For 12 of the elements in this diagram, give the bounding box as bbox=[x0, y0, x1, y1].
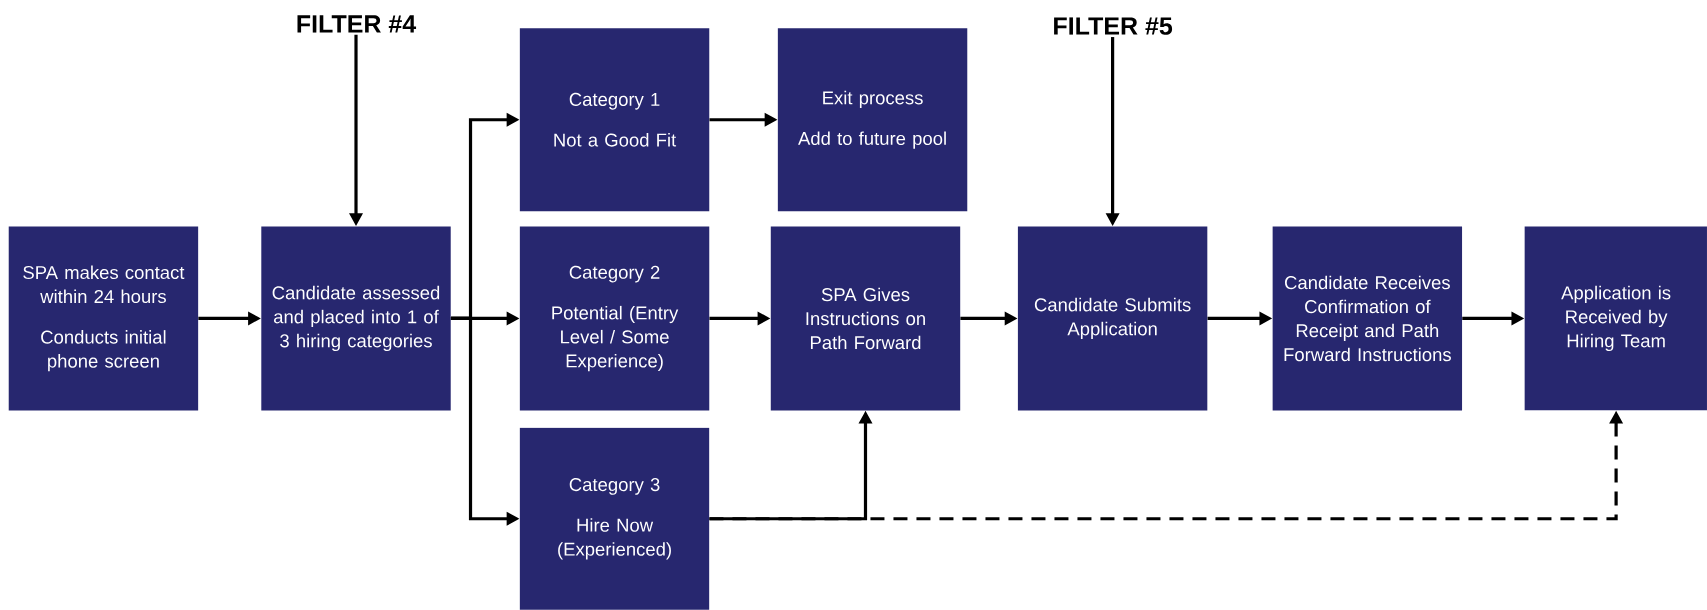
process-box: Candidate Submits Application bbox=[1017, 226, 1208, 411]
process-box: Candidate assessed and placed into 1 of 3 hiring categories bbox=[261, 226, 451, 411]
filter-label: FILTER #5 bbox=[1054, 17, 1173, 35]
process-box: SPA makes contact within 24 hours Conducts initial phone screen bbox=[8, 226, 199, 411]
process-box: Application is Received by Hiring Team bbox=[1524, 226, 1707, 411]
process-box: Category 3 Hire Now (Experienced) bbox=[519, 427, 710, 610]
process-box: Category 1 Not a Good Fit bbox=[519, 28, 710, 212]
process-box: Category 2 Potential (Entry Level / Some Experience) bbox=[519, 226, 710, 411]
filter-label: FILTER #4 bbox=[297, 15, 417, 33]
process-box: Exit process Add to future pool bbox=[777, 28, 968, 212]
process-box: Candidate Receives Confirmation of Receipt and Path Forward Instructions bbox=[1272, 226, 1463, 411]
process-box: SPA Gives Instructions on Path Forward bbox=[770, 226, 961, 411]
